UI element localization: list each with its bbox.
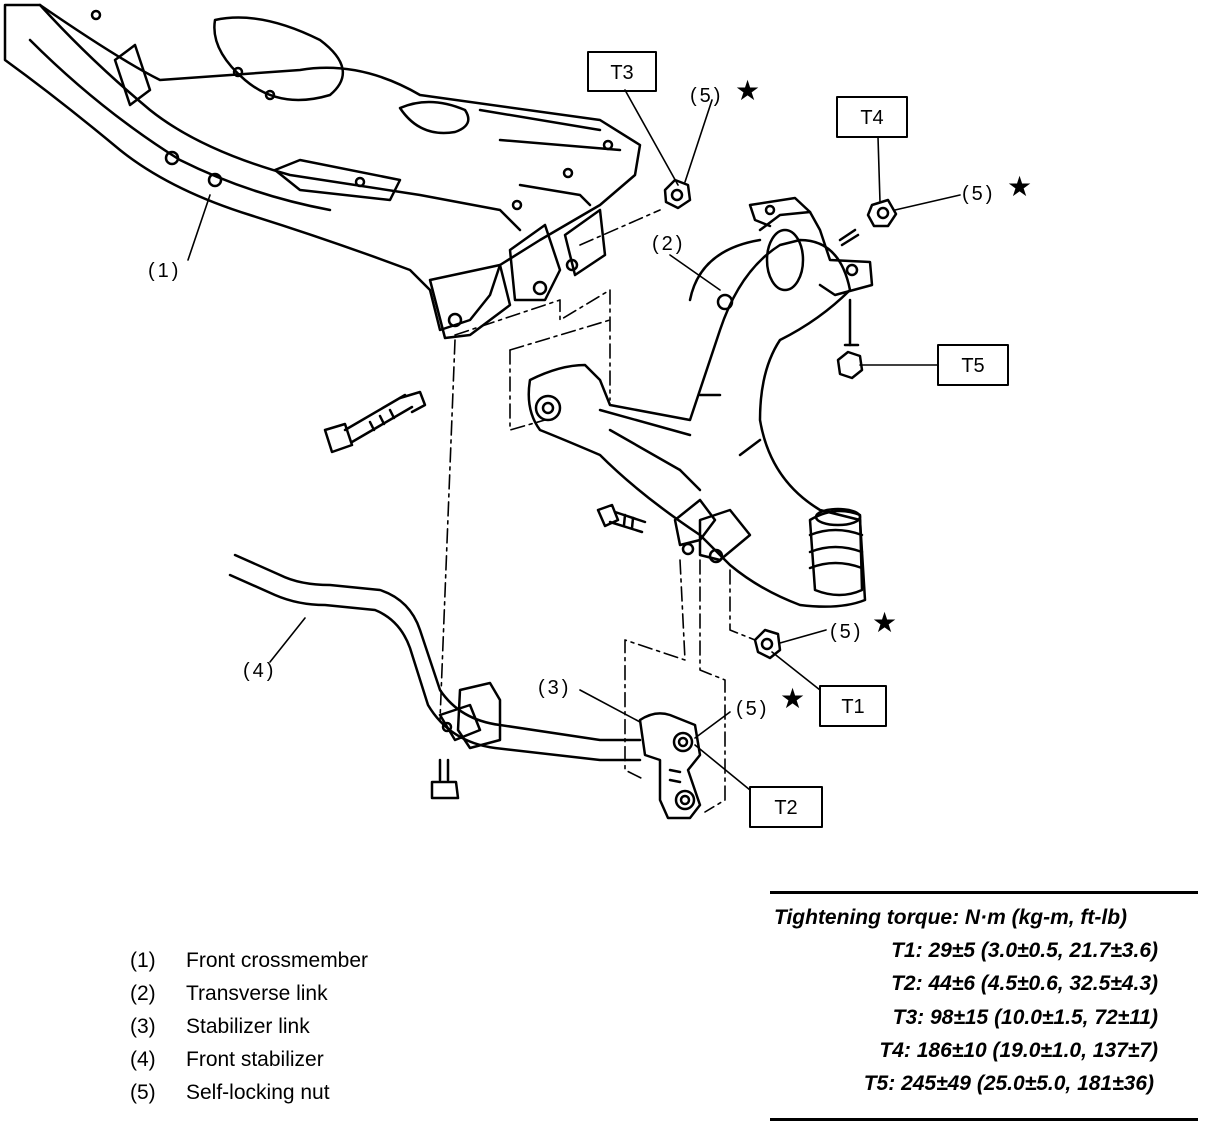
self-locking-nut-t1 xyxy=(753,628,782,660)
torque-table-title: Tightening torque: N·m (kg-m, ft-lb) xyxy=(774,906,1128,929)
callout-2: (2) xyxy=(652,233,685,255)
legend-item: (3) Stabilizer link xyxy=(130,1010,550,1043)
front-stabilizer-drawing xyxy=(228,553,642,762)
legend-number: (3) xyxy=(130,1015,156,1038)
leader-lines xyxy=(187,89,961,791)
suspension-exploded-diagram: (1) (2) (3) (4) (5) (5) (5) (5) ★ ★ ★ ★ … xyxy=(3,3,1032,828)
legend-number: (1) xyxy=(130,949,156,972)
legend-label: Stabilizer link xyxy=(186,1015,310,1038)
torque-row-t5: T5: 245±49 (25.0±5.0, 181±36) xyxy=(863,1072,1154,1095)
callout-3: (3) xyxy=(538,677,571,699)
stabilizer-link-drawing xyxy=(638,712,702,820)
callout-5-t2: (5) xyxy=(736,698,769,720)
legend-label: Transverse link xyxy=(186,982,328,1005)
torque-box-t1: T1 xyxy=(819,685,887,727)
torque-box-t3: T3 xyxy=(587,51,657,92)
legend-number: (4) xyxy=(130,1048,156,1071)
torque-box-t5: T5 xyxy=(937,344,1009,386)
star-icon: ★ xyxy=(780,682,805,715)
torque-row-t2: T2: 44±6 (4.5±0.6, 32.5±4.3) xyxy=(891,972,1158,995)
torque-box-t4: T4 xyxy=(836,96,908,138)
svg-text:T3: T3 xyxy=(610,62,633,84)
callout-4: (4) xyxy=(243,660,276,682)
svg-text:T5: T5 xyxy=(961,355,984,377)
torque-row-t1: T1: 29±5 (3.0±0.5, 21.7±3.6) xyxy=(891,939,1158,962)
torque-box-t2: T2 xyxy=(749,786,823,828)
crossmember-bolt xyxy=(323,390,427,454)
legend-item: (4) Front stabilizer xyxy=(130,1043,550,1076)
callout-5-t4: (5) xyxy=(962,183,995,205)
legend-number: (2) xyxy=(130,982,156,1005)
svg-text:T1: T1 xyxy=(841,696,864,718)
stabilizer-bracket-bolt xyxy=(430,758,460,800)
legend-label: Self-locking nut xyxy=(186,1081,330,1104)
svg-text:T2: T2 xyxy=(774,797,797,819)
legend-item: (2) Transverse link xyxy=(130,977,550,1010)
svg-text:T4: T4 xyxy=(860,107,883,129)
torque-row-t4: T4: 186±10 (19.0±1.0, 137±7) xyxy=(879,1039,1158,1062)
tightening-torque-table: Tightening torque: N·m (kg-m, ft-lb) T1:… xyxy=(770,891,1198,1121)
parts-legend: (1)Front crossmember (2)Transverse link … xyxy=(130,944,550,1109)
transverse-link-drawing xyxy=(527,196,874,608)
legend-label: Front stabilizer xyxy=(186,1048,324,1071)
callout-1: (1) xyxy=(148,260,181,282)
front-crossmember-drawing xyxy=(3,3,642,340)
legend-item: (5) Self-locking nut xyxy=(130,1076,550,1109)
star-icon: ★ xyxy=(735,74,760,107)
callout-5-t3: (5) xyxy=(690,85,723,107)
rear-bushing-bolts xyxy=(836,198,898,380)
callout-5-t1: (5) xyxy=(830,621,863,643)
legend-item: (1) Front crossmember xyxy=(130,944,550,977)
legend-number: (5) xyxy=(130,1081,156,1104)
legend-label: Front crossmember xyxy=(186,949,369,972)
star-icon: ★ xyxy=(1007,170,1032,203)
torque-row-t3: T3: 98±15 (10.0±1.5, 72±11) xyxy=(892,1006,1158,1029)
transverse-link-bolt xyxy=(596,503,647,534)
star-icon: ★ xyxy=(872,606,897,639)
callout-labels: (1) (2) (3) (4) (5) (5) (5) (5) ★ ★ ★ ★ xyxy=(148,74,1032,720)
assembly-guide-lines xyxy=(439,209,756,813)
